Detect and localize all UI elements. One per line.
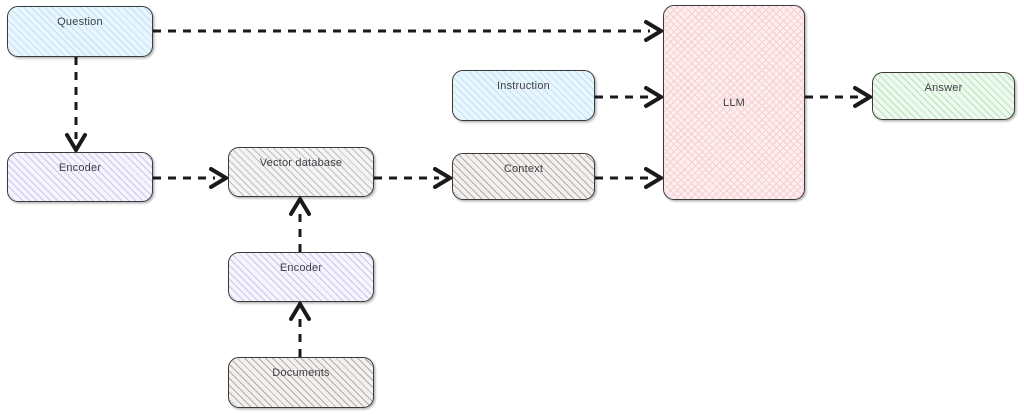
edge-instruction-to-llm (595, 86, 665, 108)
node-label: Question (57, 16, 103, 28)
node-hatch-fill (873, 73, 1014, 119)
arrowhead-icon (209, 167, 230, 189)
edge-encoder-query-to-vectordb (153, 167, 230, 189)
node-hatch-fill (229, 148, 373, 196)
edge-encoder-docs-to-vectordb (289, 195, 311, 252)
node-vector-database[interactable]: Vector database (228, 147, 374, 197)
node-label: LLM (723, 96, 745, 109)
arrowhead-icon (289, 300, 311, 321)
node-label: Instruction (497, 80, 550, 92)
arrowhead-icon (65, 133, 87, 154)
edge-question-to-llm (153, 20, 665, 42)
arrowhead-icon (433, 167, 454, 189)
arrowhead-icon (853, 86, 874, 108)
node-label: Documents (272, 367, 330, 379)
node-llm[interactable]: LLM (663, 5, 805, 200)
edge-llm-to-answer (805, 86, 874, 108)
node-instruction[interactable]: Instruction (452, 70, 595, 121)
edge-vectordb-to-context (374, 167, 454, 189)
node-label: Encoder (58, 162, 102, 174)
node-hatch-fill (453, 71, 594, 120)
arrowhead-icon (289, 195, 311, 216)
node-hatch-fill (664, 6, 804, 199)
node-label: Answer (924, 82, 963, 94)
node-hatch-fill (229, 358, 373, 407)
node-encoder-query[interactable]: Encoder (7, 152, 153, 202)
node-question[interactable]: Question (7, 6, 153, 57)
node-label: Encoder (279, 262, 323, 274)
node-label: Context (503, 163, 544, 175)
node-label: Vector database (259, 157, 343, 169)
node-documents[interactable]: Documents (228, 357, 374, 408)
node-hatch-fill (453, 154, 594, 199)
node-answer[interactable]: Answer (872, 72, 1015, 120)
edge-context-to-llm (595, 167, 665, 189)
node-hatch-fill (8, 153, 152, 201)
edge-question-to-encoder-query (65, 57, 87, 154)
arrowhead-icon (644, 86, 665, 108)
edge-documents-to-encoder-docs (289, 300, 311, 357)
arrowhead-icon (644, 167, 665, 189)
arrowhead-icon (644, 20, 665, 42)
node-encoder-docs[interactable]: Encoder (228, 252, 374, 302)
node-context[interactable]: Context (452, 153, 595, 200)
node-hatch-fill (8, 7, 152, 56)
node-hatch-fill (229, 253, 373, 301)
